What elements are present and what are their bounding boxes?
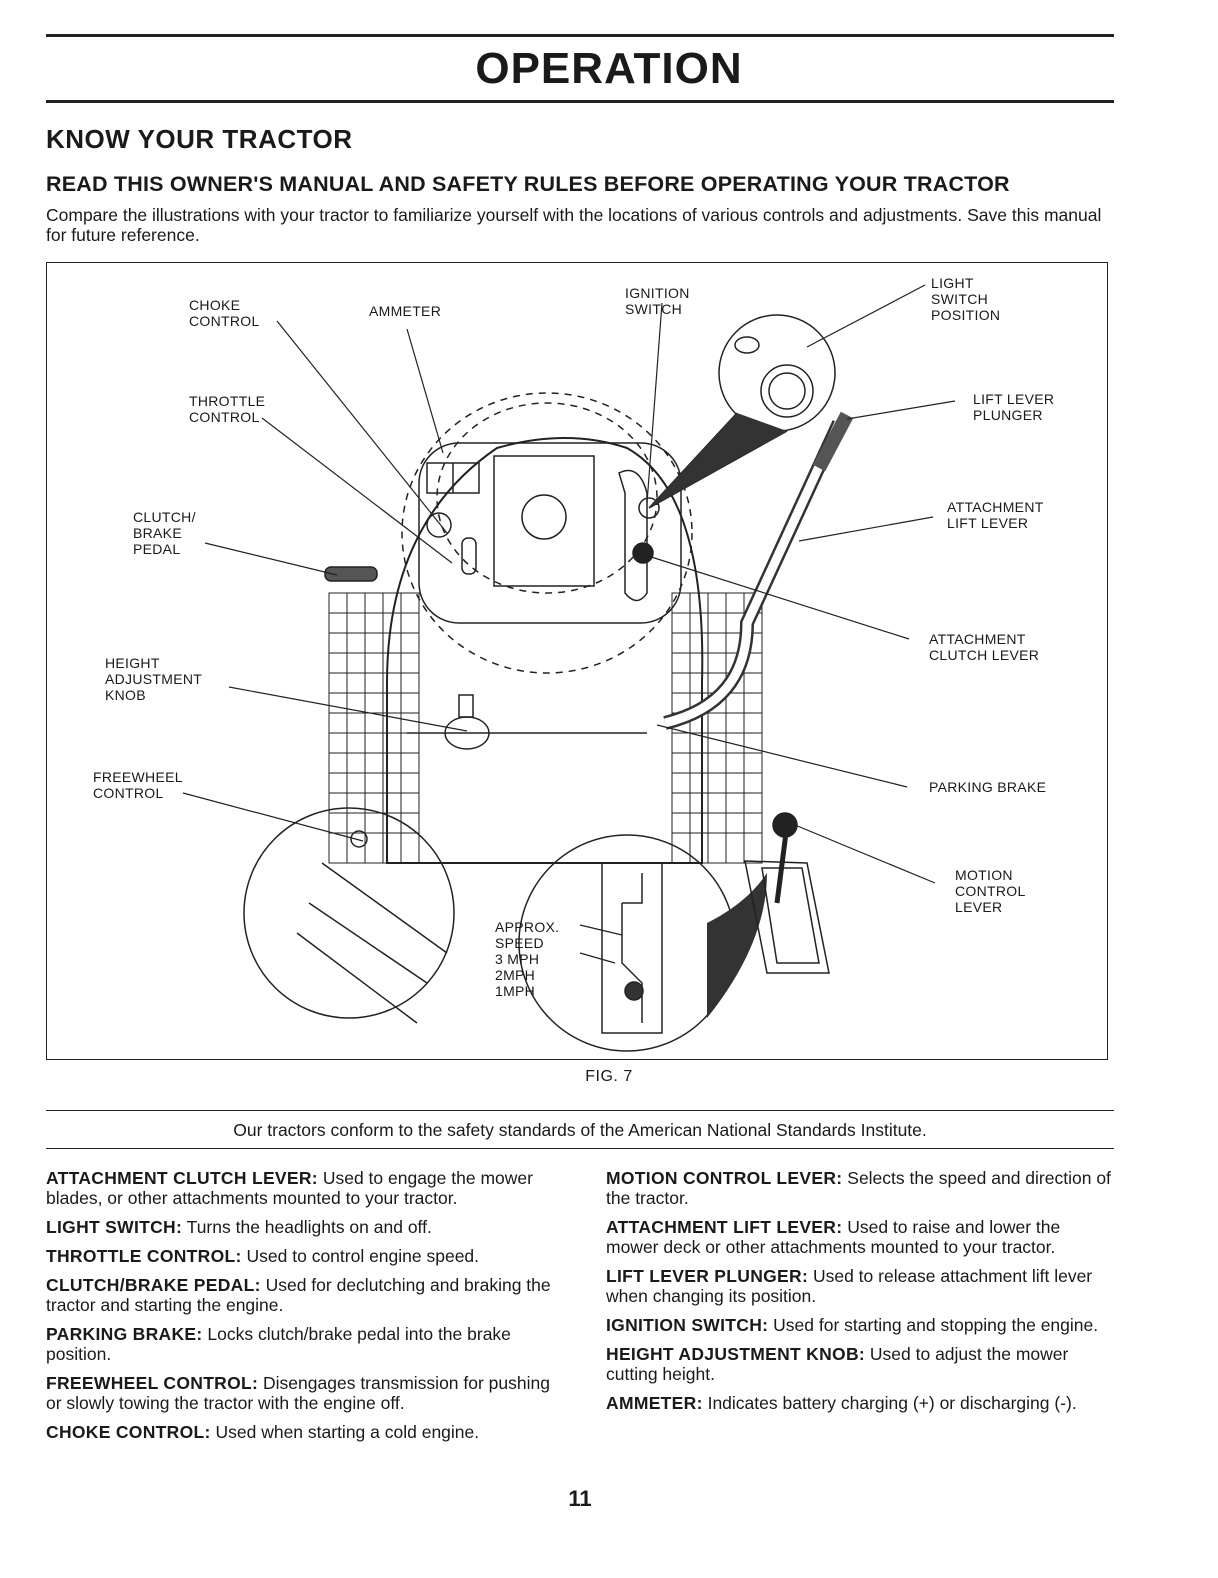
label-choke-control: CHOKE CONTROL <box>189 297 260 329</box>
standards-note: Our tractors conform to the safety stand… <box>233 1120 927 1140</box>
desc-attachment-lift-lever: ATTACHMENT LIFT LEVER: Used to raise and… <box>606 1217 1061 1257</box>
left-rear-tire <box>328 592 420 864</box>
attachment-lift-slot <box>618 469 648 602</box>
label-light-switch-position: LIGHT SWITCH POSITION <box>931 275 1001 323</box>
desc-ignition-switch: IGNITION SWITCH: Used for starting and s… <box>606 1315 1099 1335</box>
desc-throttle-control: THROTTLE CONTROL: Used to control engine… <box>46 1246 480 1266</box>
clutch-pedal-shape <box>324 566 378 582</box>
desc-parking-brake: PARKING BRAKE: Locks clutch/brake pedal … <box>46 1324 511 1364</box>
label-freewheel-control: FREEWHEEL CONTROL <box>93 769 183 801</box>
steering-hub <box>521 494 567 540</box>
desc-choke-control: CHOKE CONTROL: Used when starting a cold… <box>46 1422 480 1442</box>
desc-ammeter: AMMETER: Indicates battery charging (+) … <box>606 1393 1077 1413</box>
top-rule <box>46 34 1114 37</box>
figure-caption: FIG. 7 <box>585 1068 633 1085</box>
label-ammeter: AMMETER <box>369 303 442 319</box>
label-approx-speed: APPROX. SPEED 3 MPH 2MPH 1MPH <box>495 919 560 999</box>
label-motion-control-lever: MOTION CONTROL LEVER <box>955 867 1026 915</box>
desc-height-adjustment-knob: HEIGHT ADJUSTMENT KNOB: Used to adjust t… <box>606 1344 1069 1384</box>
page-number: 11 <box>568 1486 592 1511</box>
desc-freewheel-control: FREEWHEEL CONTROL: Disengages transmissi… <box>46 1373 550 1413</box>
title-rule <box>46 100 1114 103</box>
freewheel-detail-circle <box>243 807 455 1019</box>
standards-rule-top <box>46 1110 1114 1111</box>
motion-lever-base <box>744 860 830 974</box>
desc-lift-lever-plunger: LIFT LEVER PLUNGER: Used to release atta… <box>606 1266 1093 1306</box>
desc-light-switch: LIGHT SWITCH: Turns the headlights on an… <box>46 1217 432 1237</box>
page-title: OPERATION <box>475 44 743 93</box>
motion-lever-shape <box>774 824 790 904</box>
intro-paragraph: Compare the illustrations with your trac… <box>46 205 1102 245</box>
desc-motion-control-lever: MOTION CONTROL LEVER: Selects the speed … <box>606 1168 1111 1208</box>
label-throttle-control: THROTTLE CONTROL <box>189 393 266 425</box>
label-attachment-clutch-lever: ATTACHMENT CLUTCH LEVER <box>929 631 1040 663</box>
desc-clutch-brake-pedal: CLUTCH/BRAKE PEDAL: Used for declutching… <box>46 1275 551 1315</box>
dash-panel <box>418 442 682 624</box>
label-ignition-switch: IGNITION SWITCH <box>625 285 690 317</box>
figure-7: CHOKE CONTROL AMMETER IGNITION SWITCH LI… <box>46 262 1108 1060</box>
label-lift-lever-plunger: LIFT LEVER PLUNGER <box>973 391 1055 423</box>
label-parking-brake: PARKING BRAKE <box>929 779 1047 795</box>
tractor-illustration <box>182 284 956 1052</box>
descriptions-left: ATTACHMENT CLUTCH LEVER: Used to engage … <box>46 1168 552 1451</box>
tractor-body <box>386 437 704 864</box>
descriptions-right: MOTION CONTROL LEVER: Selects the speed … <box>606 1168 1112 1422</box>
label-attachment-lift-lever: ATTACHMENT LIFT LEVER <box>947 499 1044 531</box>
warning-heading: READ THIS OWNER'S MANUAL AND SAFETY RULE… <box>46 172 1010 196</box>
label-clutch-brake-pedal: CLUTCH/ BRAKE PEDAL <box>133 509 196 557</box>
label-height-adjustment-knob: HEIGHT ADJUSTMENT KNOB <box>105 655 203 703</box>
standards-rule-bottom <box>46 1148 1114 1149</box>
desc-attachment-clutch-lever: ATTACHMENT CLUTCH LEVER: Used to engage … <box>46 1168 533 1208</box>
section-heading: KNOW YOUR TRACTOR <box>46 124 353 154</box>
dash-dashed-outline <box>401 392 693 674</box>
steering-box <box>493 455 595 587</box>
